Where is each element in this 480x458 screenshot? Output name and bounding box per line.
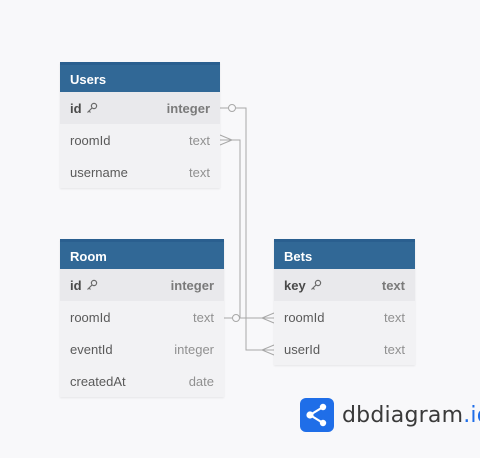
dbdiagram-logo-icon: [300, 398, 334, 432]
many-end-marker: [260, 312, 275, 324]
bets-field-userid[interactable]: userId text: [274, 333, 415, 365]
field-name: roomId: [284, 309, 325, 325]
field-type: integer: [174, 341, 214, 357]
link-room-roomid-users-roomid: [220, 139, 241, 318]
link-users-id-bets-userid: [220, 107, 274, 351]
users-table[interactable]: Users id integer roomId text username te…: [60, 62, 220, 188]
field-type: date: [188, 373, 214, 389]
room-field-roomid[interactable]: roomId text: [60, 301, 224, 333]
field-type: text: [381, 277, 405, 293]
room-field-id[interactable]: id integer: [60, 269, 224, 301]
field-name: roomId: [70, 132, 111, 148]
bets-table[interactable]: Bets key text roomId text userId text: [274, 239, 415, 365]
field-type: text: [193, 309, 214, 325]
field-name: userId: [284, 341, 321, 357]
bets-field-roomid[interactable]: roomId text: [274, 301, 415, 333]
bets-field-key[interactable]: key text: [274, 269, 415, 301]
many-end-marker: [260, 344, 275, 356]
brand-watermark[interactable]: dbdiagram.io: [300, 398, 480, 432]
field-type: integer: [166, 100, 210, 116]
key-icon: [86, 102, 97, 113]
users-field-id[interactable]: id integer: [60, 92, 220, 124]
users-field-roomid[interactable]: roomId text: [60, 124, 220, 156]
brand-name: dbdiagram.io: [342, 402, 480, 428]
one-end-marker: [232, 314, 240, 322]
room-table-header[interactable]: Room: [60, 239, 224, 269]
room-field-createdat[interactable]: createdAt date: [60, 365, 224, 397]
field-name: username: [70, 164, 128, 180]
field-name: key: [284, 277, 306, 293]
field-type: text: [189, 132, 210, 148]
key-icon: [310, 279, 321, 290]
key-icon: [86, 279, 97, 290]
room-field-eventid[interactable]: eventId integer: [60, 333, 224, 365]
users-field-username[interactable]: username text: [60, 156, 220, 188]
one-end-marker: [228, 104, 236, 112]
field-name: eventId: [70, 341, 113, 357]
many-end-marker: [219, 134, 234, 146]
bets-table-header[interactable]: Bets: [274, 239, 415, 269]
field-name: id: [70, 100, 82, 116]
field-name: roomId: [70, 309, 111, 325]
field-name: id: [70, 277, 82, 293]
room-table[interactable]: Room id integer roomId text eventId inte…: [60, 239, 224, 397]
field-type: integer: [170, 277, 214, 293]
users-table-header[interactable]: Users: [60, 62, 220, 92]
field-type: text: [384, 341, 405, 357]
field-name: createdAt: [70, 373, 126, 389]
field-type: text: [384, 309, 405, 325]
field-type: text: [189, 164, 210, 180]
